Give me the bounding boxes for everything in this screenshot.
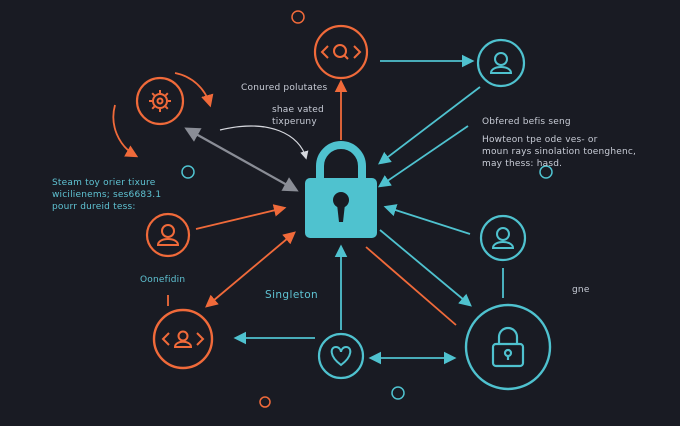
arrow-right-to-lock xyxy=(377,125,469,188)
arrow-userleft-to-lock xyxy=(195,204,287,230)
node-gear xyxy=(135,76,185,126)
annotation-top-center-2: shae vated tixperuny xyxy=(272,105,324,128)
gray-arrow-diagonal xyxy=(184,127,299,192)
arrow-lock-to-lockbr-teal xyxy=(379,229,472,307)
annotation-right-sub: Howteon tpe ode ves- or moun rays sinola… xyxy=(482,135,637,170)
center-padlock xyxy=(305,141,377,238)
node-user-right xyxy=(479,214,527,262)
annotation-right: Obfered befis seng xyxy=(482,117,571,127)
connectors xyxy=(112,54,504,365)
node-code-top xyxy=(313,24,369,80)
gear-icon xyxy=(149,90,171,112)
padlock-icon xyxy=(491,326,525,368)
gear-cycle-arrow-lower xyxy=(112,104,139,158)
code-search-icon xyxy=(320,44,362,60)
center-label: Singleton xyxy=(265,289,319,301)
node-user-top xyxy=(476,38,526,88)
arrow-user-to-lock xyxy=(377,86,481,165)
arrow-userright-to-lock xyxy=(383,204,471,235)
gray-arrow-top xyxy=(219,125,309,160)
node-code-user xyxy=(152,308,214,370)
annotation-left: Steam toy orier tixure wicilienems; ses6… xyxy=(52,178,162,213)
node-heart xyxy=(317,332,365,380)
annotation-bottom-right: gne xyxy=(572,285,590,295)
user-icon xyxy=(489,52,513,74)
node-lock-br xyxy=(464,303,552,391)
node-user-left xyxy=(145,212,191,258)
padlock-icon xyxy=(316,141,366,182)
user-icon xyxy=(491,227,515,249)
arrow-lock-codeuser xyxy=(205,231,296,308)
user-icon xyxy=(156,224,180,246)
heart-icon xyxy=(330,345,352,367)
annotation-left-bottom: Oonefidin xyxy=(140,275,186,285)
annotation-top-center-1: Conured polutates xyxy=(241,83,328,93)
code-user-icon xyxy=(161,330,205,348)
arrow-lock-to-lockbr-orange xyxy=(365,246,457,326)
gear-cycle-arrow xyxy=(174,72,214,108)
